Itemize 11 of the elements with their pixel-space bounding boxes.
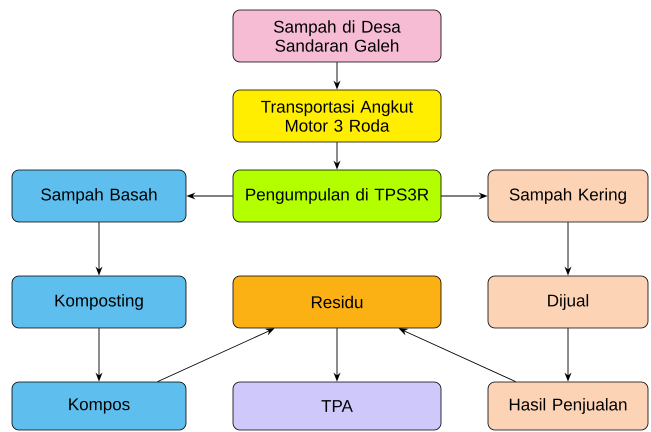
process-box: Hasil Penjualan — [488, 382, 648, 430]
process-box: Kompos — [12, 382, 186, 430]
process-box: Komposting — [12, 276, 186, 328]
process-box: Sampah di Desa Sandaran Galeh — [232, 10, 442, 62]
process-box: Transportasi Angkut Motor 3 Roda — [232, 90, 442, 142]
process-box: Pengumpulan di TPS3R — [232, 170, 442, 222]
process-box: Sampah Basah — [12, 170, 186, 222]
process-box: TPA — [232, 382, 442, 430]
process-box: Sampah Kering — [488, 170, 648, 222]
process-box: Residu — [232, 276, 442, 328]
process-box: Dijual — [488, 276, 648, 328]
